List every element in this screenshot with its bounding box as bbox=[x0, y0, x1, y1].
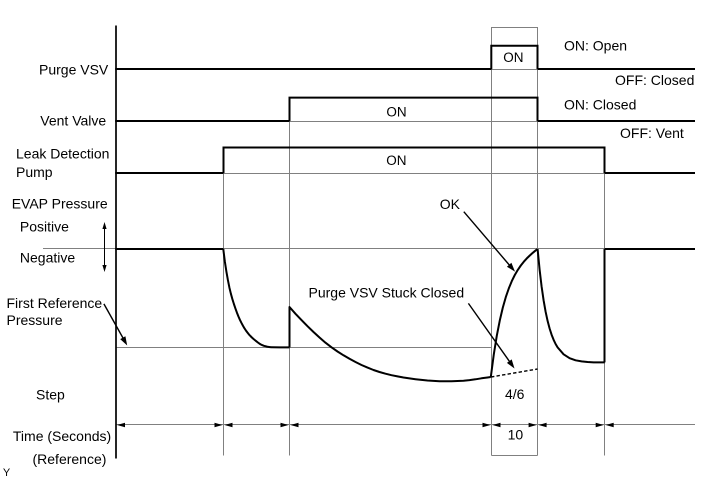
svg-text:EVAP Pressure: EVAP Pressure bbox=[12, 195, 108, 211]
svg-text:Vent Valve: Vent Valve bbox=[40, 113, 106, 129]
svg-text:Pump: Pump bbox=[16, 164, 53, 180]
svg-text:OFF: Closed: OFF: Closed bbox=[615, 72, 694, 88]
svg-text:10: 10 bbox=[508, 426, 524, 442]
svg-text:Purge VSV Stuck Closed: Purge VSV Stuck Closed bbox=[309, 284, 465, 300]
svg-text:ON: ON bbox=[386, 153, 406, 168]
svg-text:4/6: 4/6 bbox=[505, 386, 525, 402]
svg-text:Positive: Positive bbox=[20, 219, 69, 235]
svg-text:ON: Closed: ON: Closed bbox=[564, 96, 636, 112]
svg-text:ON: ON bbox=[386, 104, 406, 119]
svg-text:OFF: Vent: OFF: Vent bbox=[620, 125, 684, 141]
svg-text:ON: Open: ON: Open bbox=[564, 38, 627, 54]
svg-text:Negative: Negative bbox=[20, 249, 75, 265]
svg-text:Pressure: Pressure bbox=[7, 312, 63, 328]
svg-text:(Reference): (Reference) bbox=[33, 451, 107, 467]
svg-text:Step: Step bbox=[36, 386, 65, 402]
svg-text:First Reference: First Reference bbox=[7, 295, 103, 311]
svg-text:Leak Detection: Leak Detection bbox=[16, 146, 109, 162]
svg-text:Purge VSV: Purge VSV bbox=[39, 62, 109, 78]
svg-text:Y: Y bbox=[3, 467, 11, 479]
svg-text:ON: ON bbox=[503, 50, 523, 65]
svg-text:Time (Seconds): Time (Seconds) bbox=[13, 428, 111, 444]
svg-text:OK: OK bbox=[440, 196, 461, 212]
